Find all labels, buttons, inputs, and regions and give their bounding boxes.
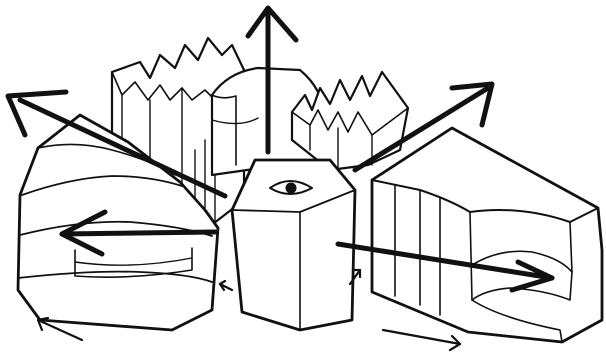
small-arrow-right-bottom: [383, 330, 460, 350]
small-arrow-center-left: [220, 281, 232, 290]
block-right-notched: [372, 128, 602, 342]
